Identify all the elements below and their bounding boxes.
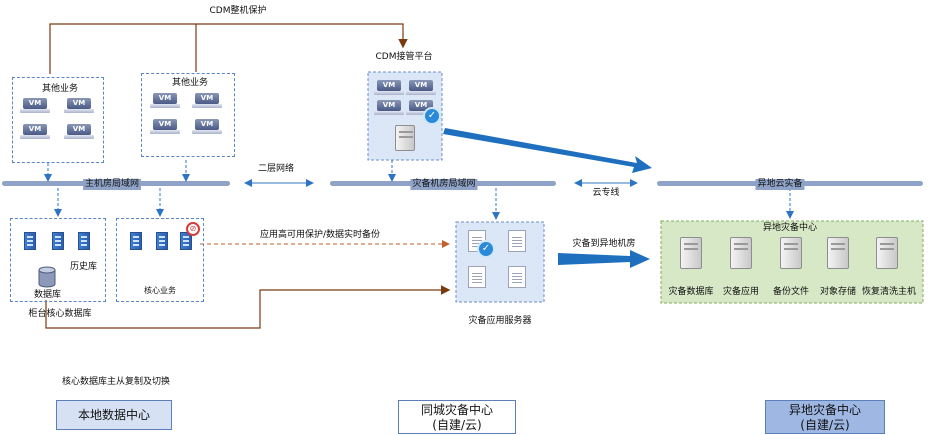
other-biz-label-1: 其他业务 <box>41 84 79 94</box>
ha-label: 应用高可用保护/数据实时备份 <box>259 230 381 240</box>
other-biz-box-1 <box>12 77 104 163</box>
database-label: 数据库 <box>34 290 62 300</box>
vm-icon: VM <box>374 100 404 116</box>
server-doc-icon <box>468 266 486 288</box>
dc-remote-label: 异地灾备中心 <box>788 403 861 417</box>
vm-icon: VM <box>150 119 180 135</box>
dc-local-label: 本地数据中心 <box>77 408 150 422</box>
dr-app-server-label: 灾备应用服务器 <box>468 316 532 326</box>
cdm-protect-label: CDM整机保护 <box>209 6 267 16</box>
core-db-box <box>10 218 106 302</box>
other-biz-box-2 <box>141 73 235 157</box>
server-icon <box>78 232 90 250</box>
net-main-label: 主机房局域网 <box>82 179 142 190</box>
storage-server-icon <box>395 125 415 151</box>
dc-city-sub: (自建/云) <box>432 418 482 432</box>
vm-icon: VM <box>20 124 50 140</box>
core-repl-label: 核心数据库主从复制及切换 <box>62 377 171 387</box>
vm-icon: VM <box>406 100 436 116</box>
history-db-label: 历史库 <box>70 262 98 272</box>
dc-local-box: 本地数据中心 <box>56 400 172 430</box>
dc-city-label: 同城灾备中心 <box>420 403 493 417</box>
remote-item-label: 恢复清洗主机 <box>861 287 917 297</box>
server-icon <box>156 232 168 250</box>
vm-icon: VM <box>192 93 222 109</box>
check-icon: ✓ <box>477 240 495 258</box>
vm-icon: VM <box>20 98 50 114</box>
server-icon <box>876 237 898 269</box>
vm-icon: VM <box>64 98 94 114</box>
cdm-protect-line <box>49 23 408 74</box>
remote-item-label: 对象存储 <box>819 287 857 297</box>
remote-item-label: 备份文件 <box>772 287 810 297</box>
dc-remote-box: 异地灾备中心 (自建/云) <box>765 400 885 434</box>
dc-remote-sub: (自建/云) <box>800 418 850 432</box>
remote-item-label: 灾备数据库 <box>668 287 714 297</box>
server-doc-icon <box>508 266 526 288</box>
other-biz-label-2: 其他业务 <box>171 78 209 88</box>
net-remote-label: 异地云实备 <box>755 179 805 190</box>
core-db-caption: 柜台核心数据库 <box>28 309 92 319</box>
server-icon <box>52 232 64 250</box>
server-icon <box>24 232 36 250</box>
remote-center-label: 异地灾备中心 <box>762 223 818 233</box>
vm-icon: VM <box>192 119 222 135</box>
net-dr-label: 灾备机房局域网 <box>410 179 478 190</box>
core-biz-label: 核心业务 <box>144 286 176 295</box>
check-icon: ✓ <box>423 107 441 125</box>
server-icon <box>730 237 752 269</box>
prohibit-icon: ⊘ <box>186 222 200 236</box>
vm-icon: VM <box>374 80 404 96</box>
big-arrow-cdm-remote <box>443 128 652 173</box>
cdm-platform-label: CDM接管平台 <box>375 52 433 62</box>
big-arrow-dr-remote <box>558 250 650 268</box>
dr-to-remote-label: 灾备到异地机房 <box>572 239 636 249</box>
server-icon <box>827 237 849 269</box>
vm-icon: VM <box>64 124 94 140</box>
core-repl-line <box>45 285 451 329</box>
server-icon <box>130 232 142 250</box>
core-biz-box <box>116 218 204 302</box>
vm-icon: VM <box>406 80 436 96</box>
dc-city-box: 同城灾备中心 (自建/云) <box>398 400 516 434</box>
server-icon <box>680 237 702 269</box>
vm-icon: VM <box>150 93 180 109</box>
server-doc-icon <box>508 230 526 252</box>
remote-item-label: 灾备应用 <box>722 287 760 297</box>
server-icon <box>780 237 802 269</box>
net-l2-label: 二层网络 <box>257 164 295 174</box>
database-icon <box>38 266 56 288</box>
cloud-line-label: 云专线 <box>592 188 620 198</box>
